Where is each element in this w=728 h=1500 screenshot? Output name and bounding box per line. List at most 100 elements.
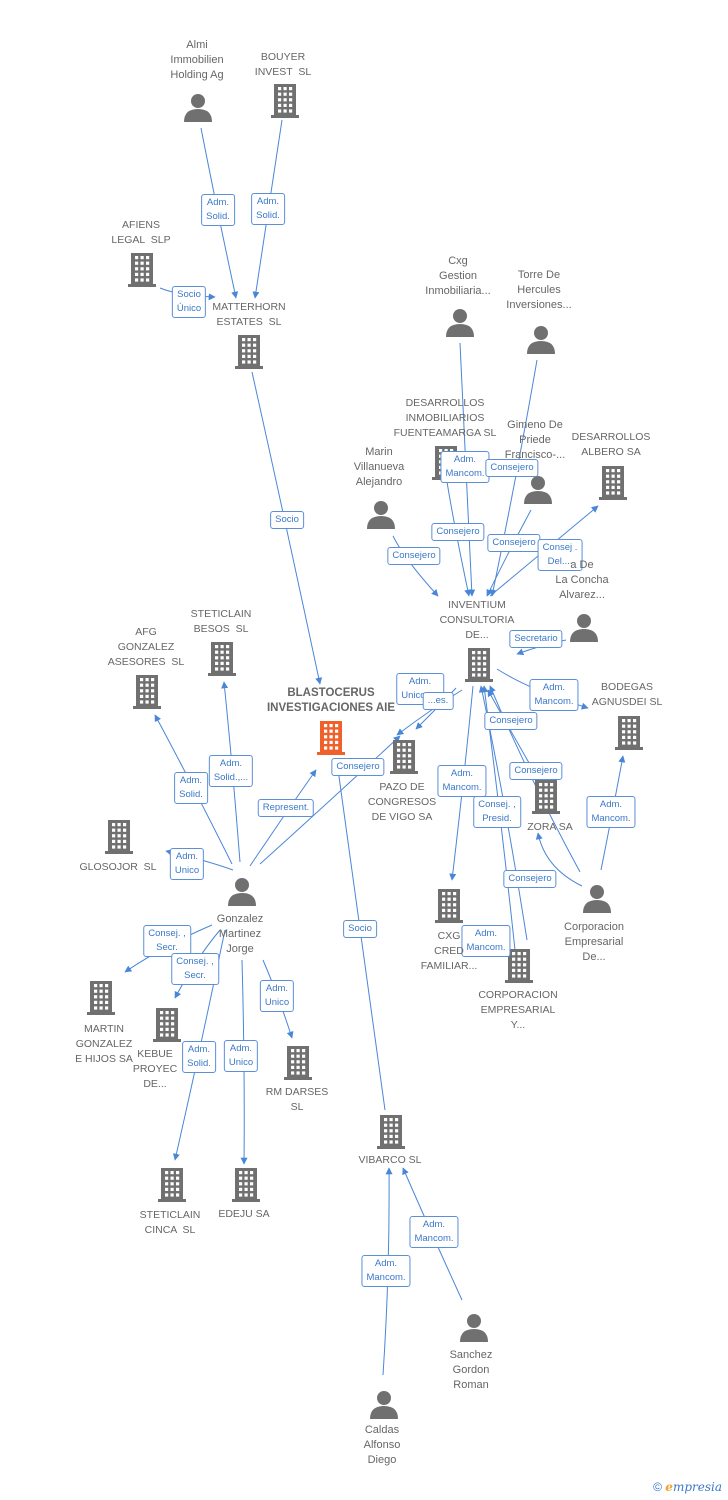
edge-gonzalez-pazo: [259, 735, 401, 865]
node-label-pazo[interactable]: PAZO DE CONGRESOS DE VIGO SA: [367, 781, 437, 823]
node-label-matterhorn[interactable]: MATTERHORN ESTATES SL: [212, 301, 286, 328]
building-icon-matterhorn[interactable]: [235, 335, 263, 369]
person-icon-marin[interactable]: [367, 501, 395, 529]
node-label-vibarco[interactable]: VIBARCO SL: [358, 1154, 422, 1166]
node-label-cxcred[interactable]: CXG CRED FAMILIAR...: [420, 930, 478, 972]
edge-label-concha-inventium[interactable]: Secretario: [509, 630, 563, 648]
edge-label-gonzalez-kebue[interactable]: Consej. , Secr.: [171, 953, 219, 985]
node-label-afg[interactable]: AFG GONZALEZ ASESORES SL: [107, 626, 185, 668]
node-label-steticlain_cinca[interactable]: STETICLAIN CINCA SL: [139, 1209, 201, 1236]
person-icon-gimeno[interactable]: [524, 476, 552, 504]
person-icon-cxg[interactable]: [446, 309, 474, 337]
node-label-martin[interactable]: MARTIN GONZALEZ E HIJOS SA: [75, 1023, 133, 1065]
edge-label-gonzalez-steticlain_besos[interactable]: Adm. Solid.,...: [208, 755, 254, 787]
node-label-sanchez[interactable]: Sanchez Gordon Roman: [449, 1349, 493, 1391]
edge-label-gonzalez-glosojor[interactable]: Adm. Unico: [169, 848, 205, 880]
edge-label-desfuente-inventium[interactable]: Consejero: [431, 523, 485, 541]
edge-label-gonzalez-afg[interactable]: Adm. Solid.: [174, 772, 208, 804]
building-icon-desalbero[interactable]: [599, 466, 627, 500]
edge-label-inventium-bodegas[interactable]: Adm. Mancom.: [529, 679, 579, 711]
node-label-bouyer[interactable]: BOUYER INVEST SL: [254, 51, 312, 78]
node-label-afiens[interactable]: AFIENS LEGAL SLP: [111, 219, 171, 246]
node-label-desalbero[interactable]: DESARROLLOS ALBERO SA: [571, 431, 651, 458]
node-label-blasto[interactable]: BLASTOCERUS INVESTIGACIONES AIE: [266, 687, 396, 714]
node-label-concha[interactable]: a De La Concha Alvarez...: [555, 559, 609, 601]
edge-label-corpemp_y-inventium[interactable]: Consej. , Presid.: [473, 796, 521, 828]
node-label-bodegas[interactable]: BODEGAS AGNUSDEI SL: [591, 681, 663, 708]
edge-label-gonzalez-blasto[interactable]: Represent.: [257, 799, 315, 817]
building-icon-afg[interactable]: [133, 675, 161, 709]
edge-label-inventium-blasto[interactable]: ...es.: [422, 692, 454, 710]
person-icon-torre[interactable]: [527, 326, 555, 354]
node-label-rmdarses[interactable]: RM DARSES SL: [265, 1086, 329, 1113]
edge-label-marin-inventium[interactable]: Consejero: [387, 547, 441, 565]
building-icon-corpemp_y[interactable]: [505, 949, 533, 983]
edge-label-almi-matterhorn[interactable]: Adm. Solid.: [201, 194, 235, 226]
building-icon-pazo[interactable]: [390, 740, 418, 774]
edge-corpemp-zora: [535, 832, 583, 887]
edge-label-corpemp_y-inventium[interactable]: Adm. Mancom.: [461, 925, 511, 957]
edge-label-gonzalez-steticlain_cinca[interactable]: Adm. Solid.: [182, 1041, 216, 1073]
edge-label-sanchez-vibarco[interactable]: Adm. Mancom.: [409, 1216, 459, 1248]
node-label-corpemp_y[interactable]: CORPORACION EMPRESARIAL Y...: [478, 989, 558, 1031]
node-label-marin[interactable]: Marin Villanueva Alejandro: [353, 446, 405, 488]
edge-label-afiens-matterhorn[interactable]: Socio Único: [171, 286, 207, 318]
edge-label-gonzalez-rmdarses[interactable]: Adm. Unico: [259, 980, 295, 1012]
building-icon-cxcred[interactable]: [435, 889, 463, 923]
building-icon-glosojor[interactable]: [105, 820, 133, 854]
edge-label-matterhorn-blasto[interactable]: Socio: [270, 511, 304, 529]
person-icon-almi[interactable]: [184, 94, 212, 122]
building-icon-inventium[interactable]: [465, 648, 493, 682]
building-icon-zora[interactable]: [532, 780, 560, 814]
node-label-almi[interactable]: Almi Immobilien Holding Ag: [170, 39, 224, 81]
node-label-glosojor[interactable]: GLOSOJOR SL: [79, 861, 157, 873]
building-icon-bouyer[interactable]: [271, 84, 299, 118]
edge-label-corpemp-bodegas[interactable]: Adm. Mancom.: [586, 796, 636, 828]
node-label-desfuente[interactable]: DESARROLLOS INMOBILIARIOS FUENTEAMARGA S…: [393, 397, 497, 439]
person-icon-concha[interactable]: [570, 614, 598, 642]
edge-label-inventium-cxcred[interactable]: Adm. Mancom.: [437, 765, 487, 797]
node-label-zora[interactable]: ZORA SA: [527, 821, 573, 833]
edge-label-zora-inventium[interactable]: Consejero: [484, 712, 538, 730]
building-icon-afiens[interactable]: [128, 253, 156, 287]
node-label-gonzalez[interactable]: Gonzalez Martinez Jorge: [216, 913, 264, 955]
building-icon-rmdarses[interactable]: [284, 1046, 312, 1080]
edge-label-corpemp-inventium[interactable]: Consejero: [509, 762, 563, 780]
edge-label-bouyer-matterhorn[interactable]: Adm. Solid.: [251, 193, 285, 225]
edge-label-cxg-inventium[interactable]: Adm. Mancom.: [440, 451, 490, 483]
building-icon-bodegas[interactable]: [615, 716, 643, 750]
edge-label-gimeno-inventium[interactable]: Consejero: [487, 534, 541, 552]
edge-label-gonzalez-martin[interactable]: Consej. , Secr.: [143, 925, 191, 957]
brand-logo[interactable]: empresia: [665, 1480, 722, 1494]
edge-label-gonzalez-edeju[interactable]: Adm. Unico: [223, 1040, 259, 1072]
node-label-kebue[interactable]: KEBUE PROYEC DE...: [132, 1048, 178, 1090]
edge-label-torre-inventium[interactable]: Consejero: [485, 459, 539, 477]
node-label-cxg[interactable]: Cxg Gestion Inmobiliaria...: [425, 255, 491, 297]
building-icon-steticlain_besos[interactable]: [208, 642, 236, 676]
person-icon-gonzalez[interactable]: [228, 878, 256, 906]
node-label-steticlain_besos[interactable]: STETICLAIN BESOS SL: [190, 608, 252, 635]
building-icon-kebue[interactable]: [153, 1008, 181, 1042]
focus-company-icon-blasto[interactable]: [317, 721, 345, 755]
edge-inventium-blasto: [396, 689, 463, 736]
edge-label-corpemp-zora[interactable]: Consejero: [503, 870, 557, 888]
building-icon-vibarco[interactable]: [377, 1115, 405, 1149]
edge-label-gonzalez-pazo[interactable]: Consejero: [331, 758, 385, 776]
node-label-caldas[interactable]: Caldas Alfonso Diego: [363, 1424, 401, 1466]
building-icon-martin[interactable]: [87, 981, 115, 1015]
edge-label-vibarco-blasto[interactable]: Socio: [343, 920, 377, 938]
edge-label-inventium-desalbero[interactable]: Consej . Del....: [537, 539, 583, 571]
node-label-inventium[interactable]: INVENTIUM CONSULTORIA DE...: [439, 599, 515, 641]
building-icon-steticlain_cinca[interactable]: [158, 1168, 186, 1202]
building-icon-edeju[interactable]: [232, 1168, 260, 1202]
edge-gonzalez-blasto: [249, 769, 317, 867]
node-label-torre[interactable]: Torre De Hercules Inversiones...: [506, 269, 572, 311]
node-label-gimeno[interactable]: Gimeno De Priede Francisco-...: [504, 419, 566, 461]
person-icon-corpemp[interactable]: [583, 885, 611, 913]
edge-label-caldas-vibarco[interactable]: Adm. Mancom.: [361, 1255, 411, 1287]
edge-gimeno-inventium: [486, 509, 532, 597]
node-label-edeju[interactable]: EDEJU SA: [218, 1208, 270, 1220]
person-icon-sanchez[interactable]: [460, 1314, 488, 1342]
node-label-corpemp[interactable]: Corporacion Empresarial De...: [564, 921, 624, 963]
person-icon-caldas[interactable]: [370, 1391, 398, 1419]
